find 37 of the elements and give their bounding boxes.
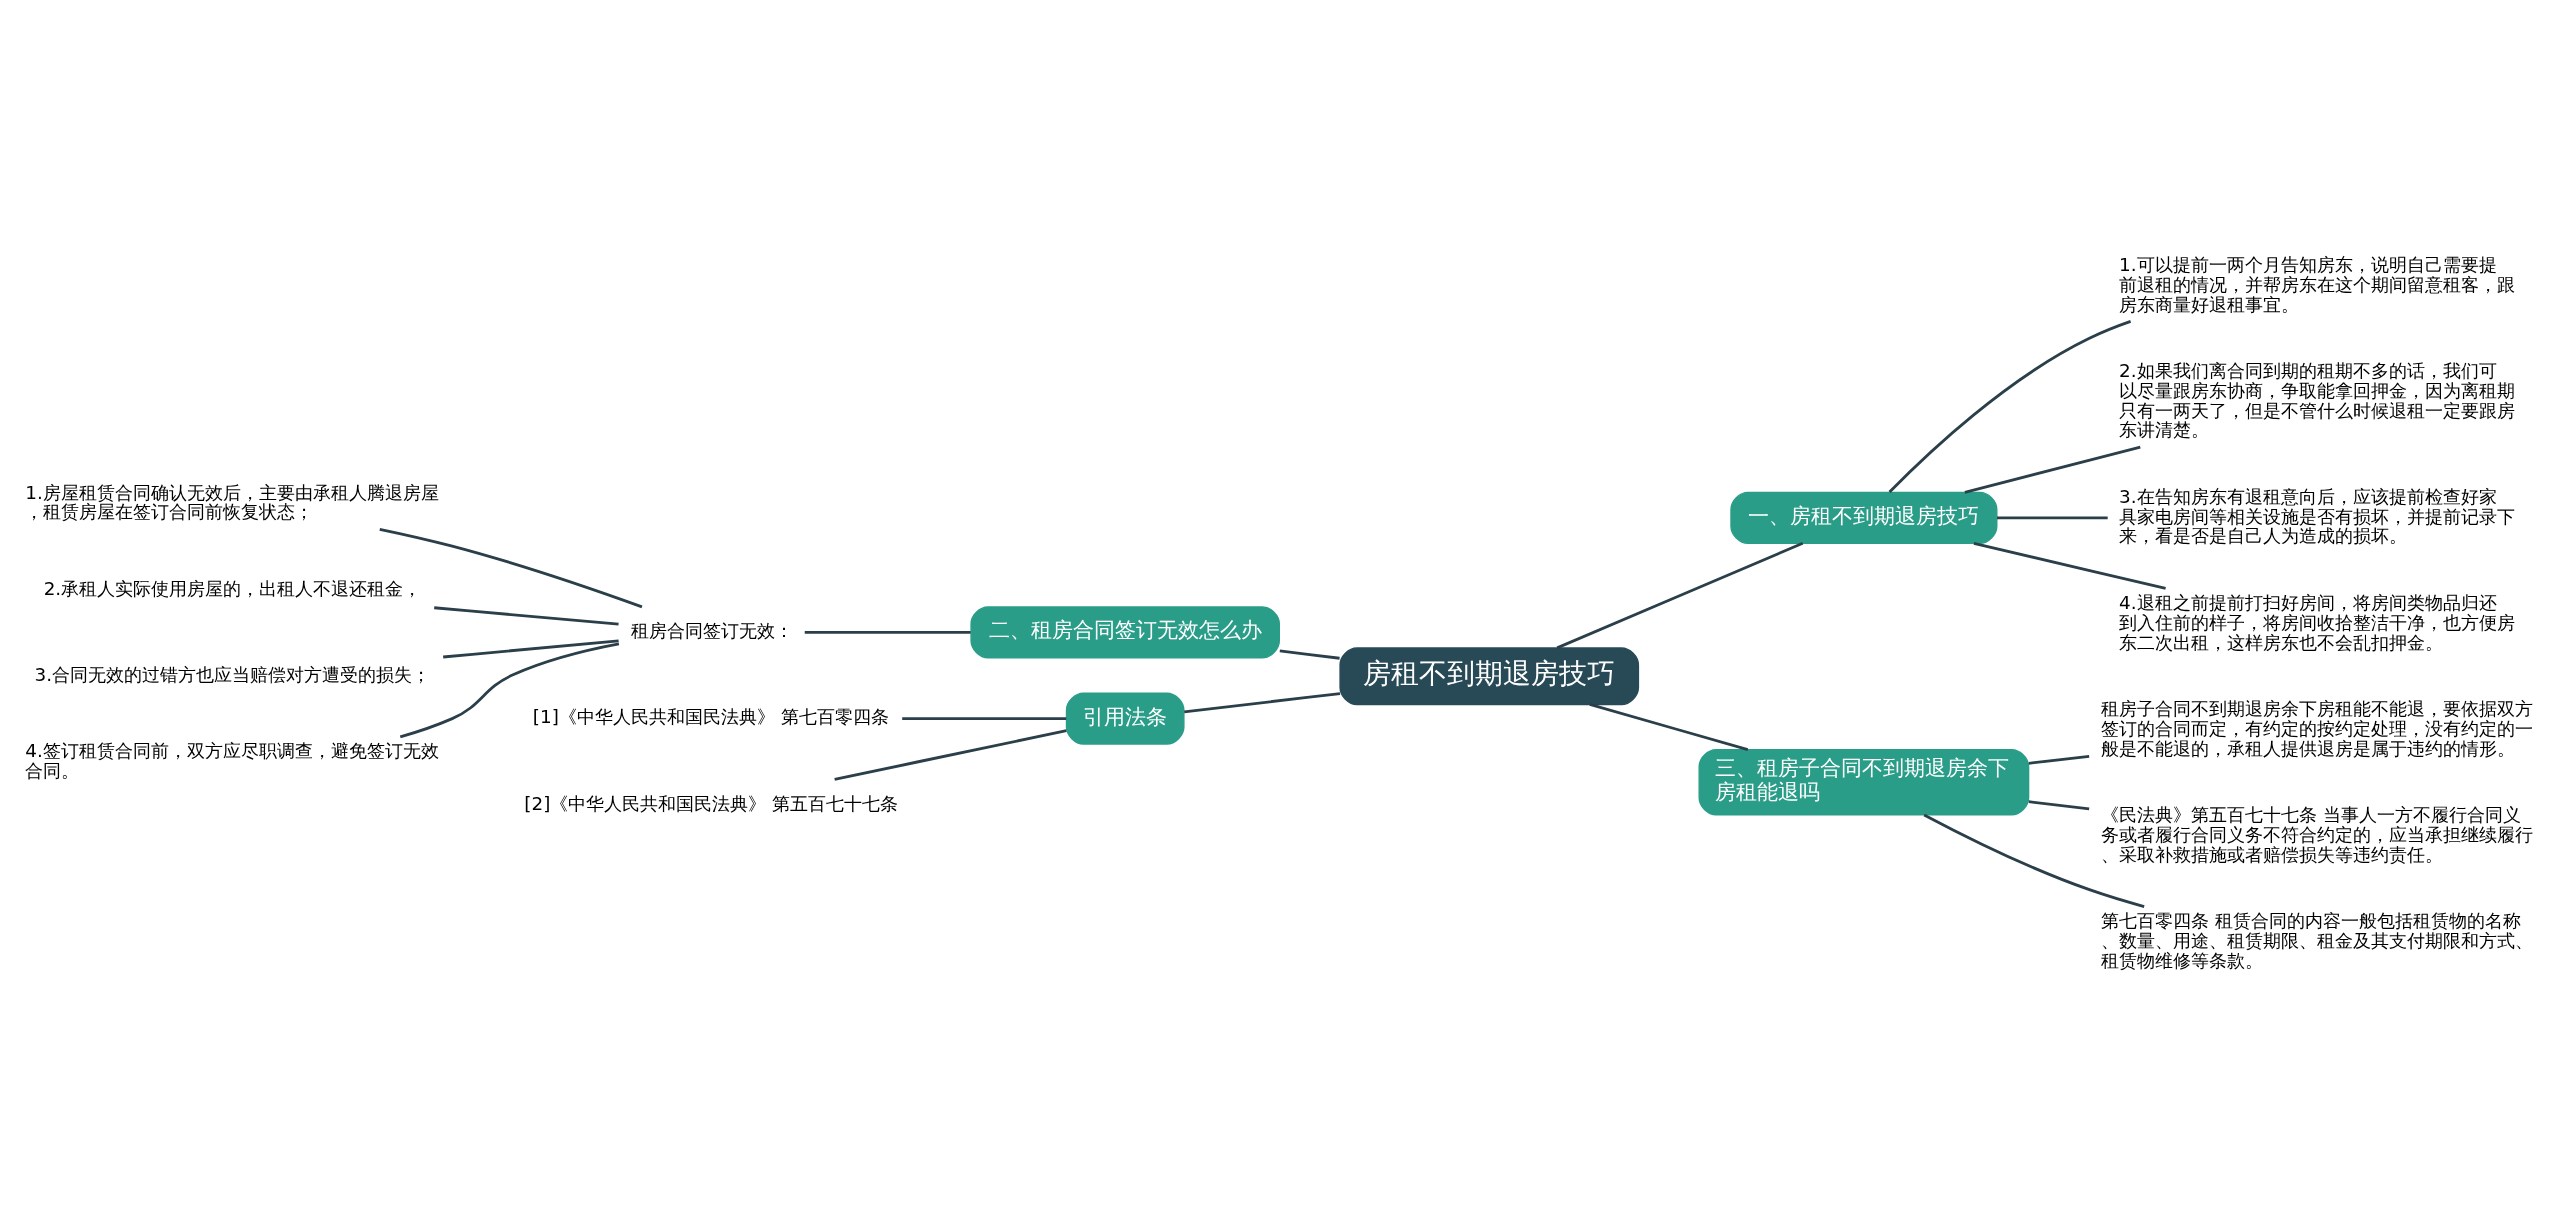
node-text: 3.合同无效的过错方也应当赔偿对方遭受的损失；	[34, 664, 430, 686]
node-text: 第七百零四条 租赁合同的内容一般包括租赁物的名称、数量、用途、租赁期限、租金及其支付期限和方式、租赁物维修等条款。	[2100, 910, 2533, 971]
connector	[1997, 516, 2108, 520]
node-text: [2]《中华人民共和国民法典》 第五百七十七条	[524, 792, 899, 814]
node-text: 3.在告知房东有退租意向后，应该提前检查好家具家电房间等相关设施是否有损坏，并提前记录下来，看是否是自己人为造成的损坏。	[2119, 485, 2516, 547]
connector	[1964, 445, 2141, 494]
node-box: 房租不到期退房技巧	[1339, 647, 1640, 706]
node-text: 2.承租人实际使用房屋的，出租人不退还租金，	[43, 577, 422, 599]
node-text: 2.如果我们离合同到期的租期不多的话，我们可以尽量跟房东协商，争取能拿回押金，因为离租期只有一两天了，但是不管什么时候退租一定要跟房东讲清楚。	[2119, 360, 2516, 441]
node-text: 租房子合同不到期退房余下房租能不能退，要依据双方签订的合同而定，有约定的按约定处理，没有约定的一般是不能退的，承租人提供退房是属于违约的情形。	[2100, 697, 2533, 759]
node-box: 一、房租不到期退房技巧	[1730, 491, 1998, 544]
node-box: 引用法条	[1065, 692, 1185, 745]
node-box: 三、租房子合同不到期退房余下房租能退吗	[1698, 749, 2030, 816]
connector	[902, 717, 1067, 721]
node-text: 1.房屋租赁合同确认无效后，主要由承租人腾退房屋，租赁房屋在签订合同前恢复状态；	[25, 481, 439, 523]
node-text: 《民法典》第五百七十七条 当事人一方不履行合同义务或者履行合同义务不符合约定的，应当承担继续履行、采取补救措施或者赔偿损失等违约责任。	[2100, 803, 2533, 865]
connector	[379, 527, 643, 609]
connector	[1923, 813, 2145, 908]
connector	[2028, 754, 2090, 765]
connector	[1973, 542, 2166, 590]
node-text: 租房合同签订无效：	[630, 620, 793, 642]
node-text: 4.退租之前提前打扫好房间，将房间类物品归还到入住前的样子，将房间收拾整洁干净，也方便房东二次出租，这样房东也不会乱扣押金。	[2119, 591, 2516, 653]
connector	[2028, 800, 2090, 811]
connector	[1184, 692, 1341, 714]
connector	[443, 639, 619, 659]
connector	[1589, 703, 1749, 751]
connector	[1279, 649, 1340, 660]
connector	[804, 630, 971, 634]
node-text: 4.签订租赁合同前，双方应尽职调查，避免签订无效合同。	[25, 740, 439, 782]
node-text: [1]《中华人民共和国民法典》 第七百零四条	[532, 706, 889, 728]
connector	[399, 642, 620, 739]
connector	[434, 606, 619, 626]
connector	[834, 729, 1067, 781]
connector	[1888, 320, 2132, 494]
connector	[1556, 542, 1804, 650]
node-box: 二、租房合同签订无效怎么办	[970, 606, 1280, 659]
node-text: 1.可以提前一两个月告知房东，说明自己需要提前退租的情况，并帮房东在这个期间留意租客，跟房东商量好退租事宜。	[2119, 254, 2516, 315]
